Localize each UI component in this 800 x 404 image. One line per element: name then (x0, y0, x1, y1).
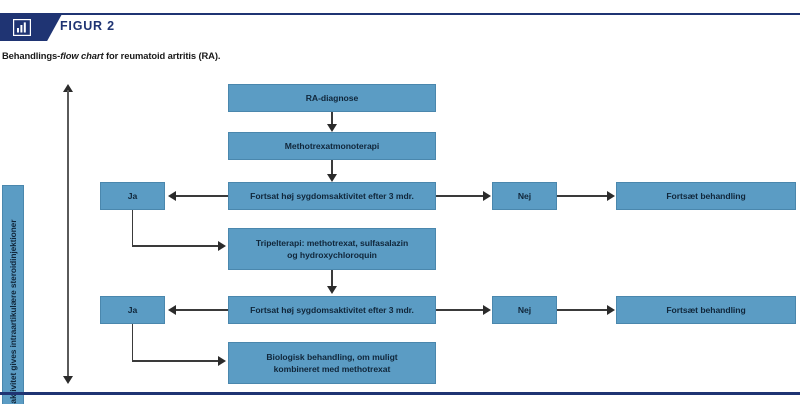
edge-ja1-to-tripel-vert (131, 210, 134, 247)
edge-ja2-to-biologisk-head (218, 356, 226, 366)
edge-tripel-to-aktivitet2-head (327, 286, 337, 294)
edge-methotrexat-to-aktivitet1 (331, 160, 333, 176)
scale-arrow-head-bottom (63, 376, 73, 384)
edge-nej2-to-fortsaet2 (557, 309, 608, 311)
figure-badge (0, 14, 62, 41)
edge-aktivitet2-to-nej2-head (483, 305, 491, 315)
edge-nej1-to-fortsaet1 (557, 195, 608, 197)
node-label-line2: og hydroxychloroquin (287, 250, 377, 260)
node-label: Ja (127, 304, 138, 315)
edge-tripel-to-aktivitet2 (331, 270, 333, 288)
node-label: RA-diagnose (305, 92, 359, 103)
node-label-line1: Biologisk behandling, om muligt (266, 351, 398, 362)
node-label: Ja (127, 190, 138, 201)
node-aktivitet-2[interactable]: Fortsat høj sygdomsaktivitet efter 3 mdr… (228, 296, 436, 324)
edge-aktivitet2-to-ja2-head (168, 305, 176, 315)
node-fortsaet-1[interactable]: Fortsæt behandling (616, 182, 796, 210)
edge-ra-to-methotrexat-head (327, 124, 337, 132)
node-label-line2: kombineret med methotrexat (273, 364, 391, 374)
edge-aktivitet1-to-nej1 (436, 195, 484, 197)
edge-ja2-to-biologisk-vert (131, 324, 134, 362)
edge-nej2-to-fortsaet2-head (607, 305, 615, 315)
node-label: Nej (517, 304, 532, 315)
node-aktivitet-1[interactable]: Fortsat høj sygdomsaktivitet efter 3 mdr… (228, 182, 436, 210)
node-nej-2[interactable]: Nej (492, 296, 557, 324)
edge-aktivitet2-to-ja2 (176, 309, 228, 311)
edge-methotrexat-to-aktivitet1-head (327, 174, 337, 182)
node-label: Fortsæt behandling (666, 190, 746, 201)
figure-caption: Behandlings-flow chart for reumatoid art… (2, 50, 220, 61)
node-label: Methotrexatmonoterapi (284, 140, 380, 151)
node-label: Fortsat høj sygdomsaktivitet efter 3 mdr… (250, 304, 414, 315)
node-fortsaet-2[interactable]: Fortsæt behandling (616, 296, 796, 324)
side-banner: Ved aktivitet gives intraartikulære ster… (2, 185, 24, 404)
node-ra-diagnose[interactable]: RA-diagnose (228, 84, 436, 112)
edge-ja2-to-biologisk-horiz (131, 360, 220, 362)
bottom-divider (0, 392, 800, 395)
edge-aktivitet1-to-ja1 (176, 195, 228, 197)
caption-after: for reumatoid artritis (RA). (103, 50, 221, 61)
caption-italic: flow chart (60, 50, 104, 61)
node-label-line1: Tripelterapi: methotrexat, sulfasalazin (255, 237, 409, 248)
edge-aktivitet1-to-ja1-head (168, 191, 176, 201)
side-banner-label: Ved aktivitet gives intraartikulære ster… (8, 219, 18, 404)
node-label: Fortsat høj sygdomsaktivitet efter 3 mdr… (250, 190, 414, 201)
scale-arrow-head-top (63, 84, 73, 92)
node-methotrexat[interactable]: Methotrexatmonoterapi (228, 132, 436, 160)
node-ja-2[interactable]: Ja (100, 296, 165, 324)
edge-ra-to-methotrexat (331, 112, 333, 126)
flow-chart: Ved aktivitet gives intraartikulære ster… (0, 70, 800, 404)
edge-aktivitet2-to-nej2 (436, 309, 484, 311)
top-divider (0, 13, 800, 15)
node-label: Fortsæt behandling (666, 304, 746, 315)
node-biologisk[interactable]: Biologisk behandling, om muligt kombiner… (228, 342, 436, 384)
edge-ja1-to-tripel-head (218, 241, 226, 251)
figure-title: FIGUR 2 (60, 19, 115, 33)
caption-before: Behandlings- (2, 50, 61, 61)
node-label: Nej (517, 190, 532, 201)
edge-aktivitet1-to-nej1-head (483, 191, 491, 201)
edge-ja1-to-tripel-horiz (131, 245, 220, 247)
scale-arrow-shaft (67, 90, 69, 378)
node-tripelterapi[interactable]: Tripelterapi: methotrexat, sulfasalazin … (228, 228, 436, 270)
node-nej-1[interactable]: Nej (492, 182, 557, 210)
edge-nej1-to-fortsaet1-head (607, 191, 615, 201)
bar-chart-icon (13, 19, 31, 36)
node-ja-1[interactable]: Ja (100, 182, 165, 210)
